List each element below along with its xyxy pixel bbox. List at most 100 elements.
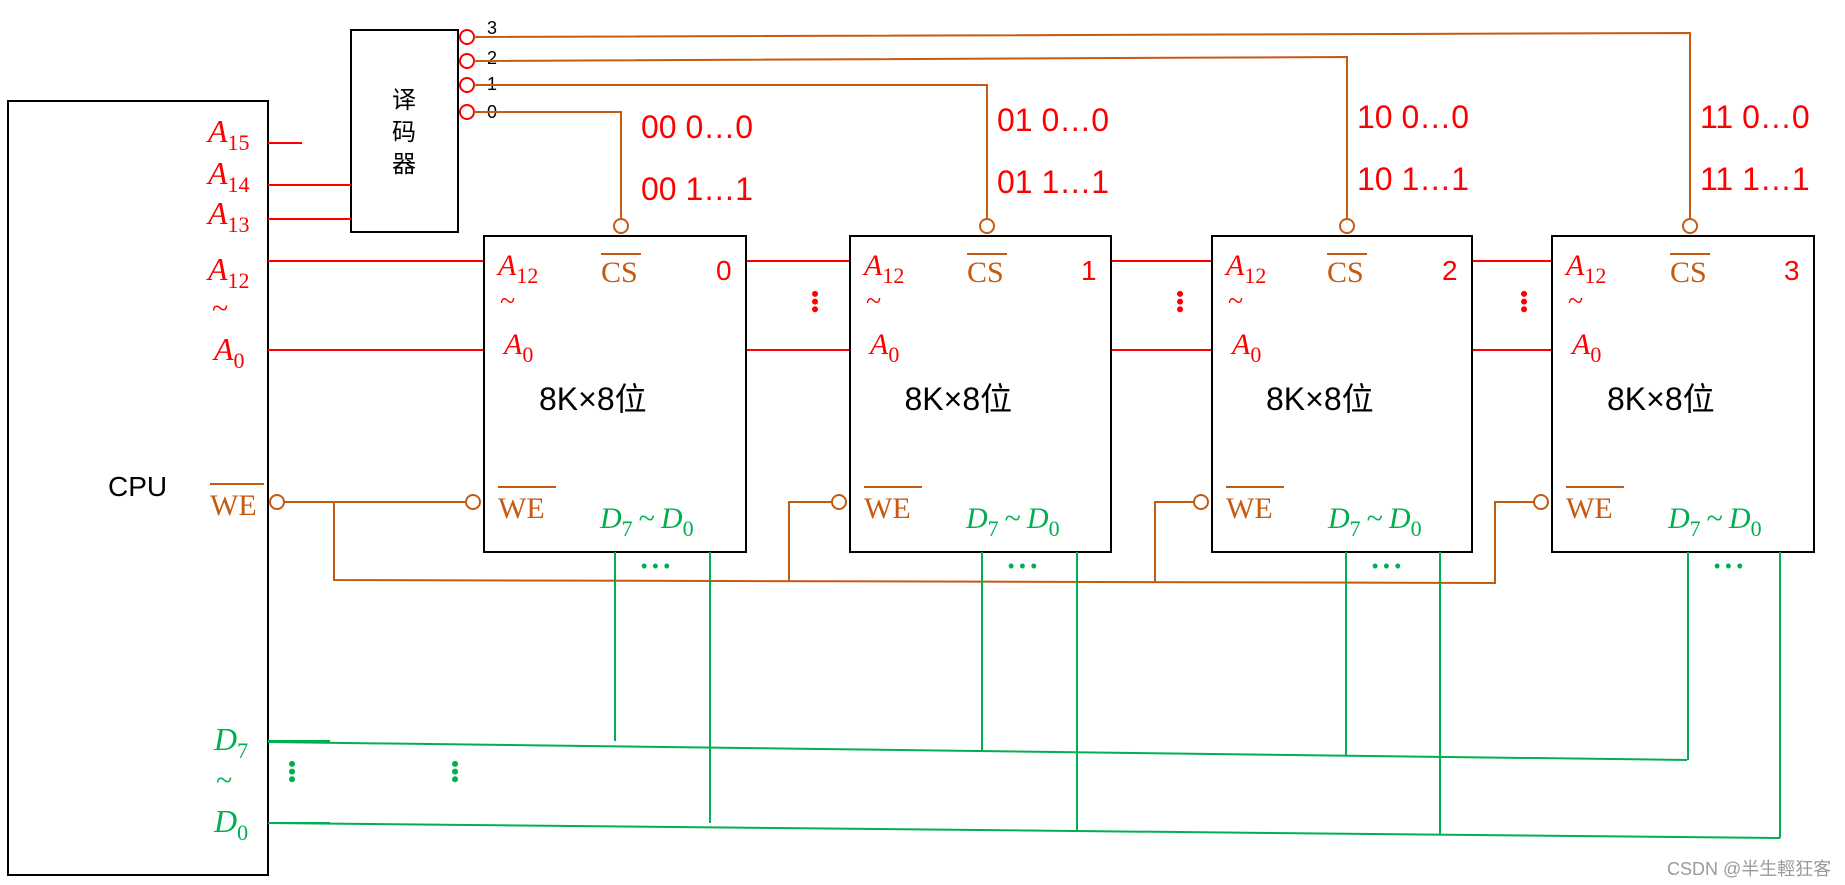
chip-index: 0 — [716, 255, 732, 286]
chip-data-pins: D7~D0 — [1327, 502, 1422, 541]
wire-d7-bus — [267, 741, 1688, 761]
address-bus — [268, 260, 1552, 351]
chip-data-pins: D7~D0 — [965, 502, 1060, 541]
chip-addr-low: 01 0…0 — [997, 102, 1109, 138]
chip-we-bubble — [465, 494, 481, 510]
chip-cs-bubble — [1682, 218, 1698, 234]
decoder-label-char-3: 器 — [392, 152, 416, 178]
chip-capacity: 8K×8位 — [1266, 381, 1374, 417]
cpu-pin-a13: A13 — [206, 195, 250, 237]
chip-addr-high: 11 1…1 — [1700, 161, 1810, 197]
decoder-out-0-bubble — [459, 104, 475, 120]
chip-pin-a-tilde: ~ — [866, 286, 881, 317]
cpu-pin-a0: A0 — [212, 331, 245, 373]
decoder-out-3-bubble — [459, 29, 475, 45]
cpu-pin-d7: D7 — [213, 721, 248, 763]
chip-index: 2 — [1442, 255, 1458, 286]
decoder-box — [350, 29, 459, 233]
cpu-pin-d0: D0 — [213, 803, 248, 845]
decoder-out-2-bubble — [459, 53, 475, 69]
chip-data-dots: • • • — [1372, 556, 1401, 576]
chip-box — [1211, 235, 1473, 553]
chip-data-dots: • • • — [1714, 556, 1743, 576]
wire-we-chip1 — [788, 501, 842, 581]
chip-we-bubble — [831, 494, 847, 510]
chip-capacity: 8K×8位 — [905, 381, 1013, 417]
wire-cs-2 — [473, 55, 1348, 221]
chip-addr-low: 00 0…0 — [641, 109, 753, 145]
chip-pin-a0: A0 — [1230, 328, 1261, 367]
cpu-pin-a15: A15 — [206, 113, 250, 155]
chip-pin-a0: A0 — [502, 328, 533, 367]
cpu-data-dots-b: ••• — [443, 760, 468, 783]
chip-capacity: 8K×8位 — [1607, 381, 1715, 417]
chip-pin-a-tilde: ~ — [1228, 286, 1243, 317]
chip-box — [1551, 235, 1815, 553]
cpu-pin-a14: A14 — [206, 155, 250, 197]
decoder-label-char-1: 译 — [392, 88, 416, 114]
chip-addr-high: 10 1…1 — [1357, 161, 1469, 197]
cpu-we-bubble — [269, 494, 285, 510]
chip-cs-bubble — [613, 218, 629, 234]
chip-box — [483, 235, 747, 553]
chip-data-dots: • • • — [641, 556, 670, 576]
wire-cs-1 — [474, 84, 988, 218]
chip-pin-a12: A12 — [1564, 249, 1606, 288]
wire-we-bus — [333, 501, 1541, 585]
chip-we-label: WE — [498, 492, 545, 525]
address-dots-0-1: ••• — [803, 290, 828, 313]
cpu-pin-d-tilde: ~ — [216, 764, 232, 797]
cpu-label: CPU — [108, 471, 167, 502]
chip-cs-label: CS — [1670, 256, 1707, 289]
wire-cs-3 — [473, 31, 1691, 221]
decoder-out-2-label: 2 — [487, 48, 497, 68]
address-dots-2-3: ••• — [1512, 290, 1537, 313]
chip-index: 3 — [1784, 255, 1800, 286]
cpu-pin-a-tilde: ~ — [212, 292, 228, 325]
chip-pin-a12: A12 — [1224, 249, 1266, 288]
chip-data-dots: • • • — [1008, 556, 1037, 576]
chip-we-label: WE — [1226, 492, 1273, 525]
chip-cs-label: CS — [967, 256, 1004, 289]
cpu-box — [7, 100, 269, 876]
chip-cs-bubble — [1339, 218, 1355, 234]
chip-box — [849, 235, 1112, 553]
chip-we-bubble — [1533, 494, 1549, 510]
decoder-out-1-bubble — [459, 77, 475, 93]
we-bus — [284, 501, 1541, 585]
wire-cs-0 — [474, 111, 622, 221]
chip-we-label: WE — [1566, 492, 1613, 525]
address-dots-1-2: ••• — [1168, 290, 1193, 313]
chip-addr-high: 01 1…1 — [997, 164, 1109, 200]
cpu-we-label: WE — [210, 489, 257, 522]
chip-cs-label: CS — [1327, 256, 1364, 289]
chip-data-pins: D7~D0 — [1667, 502, 1762, 541]
chip-cs-label: CS — [601, 256, 638, 289]
chip-addr-low: 10 0…0 — [1357, 99, 1469, 135]
chip-pin-a-tilde: ~ — [1568, 286, 1583, 317]
data-bus — [267, 740, 1781, 839]
chip-pin-a12: A12 — [862, 249, 904, 288]
chip-index: 1 — [1081, 255, 1097, 286]
chip-capacity: 8K×8位 — [539, 381, 647, 417]
chip-we-bubble — [1193, 494, 1209, 510]
chip-addr-high: 00 1…1 — [641, 171, 753, 207]
chip-data-pins: D7~D0 — [599, 502, 694, 541]
chip-cs-bubble — [979, 218, 995, 234]
chip-we-label: WE — [864, 492, 911, 525]
watermark: CSDN @半生輕狂客 — [1667, 859, 1831, 879]
decoder-label-char-2: 码 — [392, 120, 416, 146]
cpu-data-dots-a: ••• — [280, 760, 305, 783]
wire-d0-bus — [267, 822, 1781, 839]
chip-pin-a0: A0 — [1570, 328, 1601, 367]
chip-pin-a-tilde: ~ — [500, 286, 515, 317]
chip-addr-low: 11 0…0 — [1700, 99, 1810, 135]
chip-pin-a12: A12 — [496, 249, 538, 288]
